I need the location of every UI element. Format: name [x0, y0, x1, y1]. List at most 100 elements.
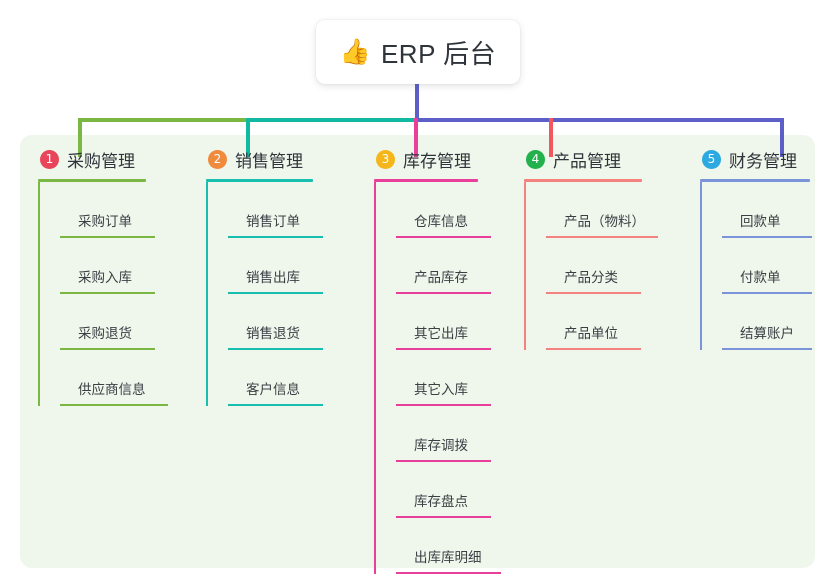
list-item-rule	[722, 236, 812, 238]
branch-header-rule	[374, 179, 478, 182]
branch-header-rule	[38, 179, 146, 182]
list-item-label: 其它入库	[414, 382, 468, 397]
list-item-label: 其它出库	[414, 326, 468, 341]
branch-title: 销售管理	[235, 151, 303, 171]
list-item[interactable]: 产品库存	[396, 238, 534, 294]
branch-spine	[38, 182, 40, 406]
branch-items: 采购订单 采购入库 采购退货 供应商信息	[38, 182, 198, 406]
branch-index-badge: 2	[208, 149, 227, 169]
connector-bus-segment-1	[78, 118, 248, 122]
list-item[interactable]: 付款单	[722, 238, 839, 294]
branch-spine	[206, 182, 208, 406]
branch-title: 产品管理	[553, 151, 621, 171]
list-item-rule	[60, 292, 155, 294]
branch-index-badge: 5	[702, 149, 721, 169]
list-item[interactable]: 产品分类	[546, 238, 684, 294]
branch-spine	[524, 182, 526, 350]
list-item[interactable]: 库存盘点	[396, 462, 534, 518]
list-item-label: 产品单位	[564, 326, 618, 341]
list-item-label: 采购退货	[78, 326, 132, 341]
list-item-rule	[396, 516, 491, 518]
list-item-rule	[396, 404, 491, 406]
connector-drop-1	[78, 118, 82, 157]
list-item-label: 采购入库	[78, 270, 132, 285]
branch-header[interactable]: 4 产品管理	[524, 146, 684, 172]
list-item-label: 销售订单	[246, 214, 300, 229]
list-item[interactable]: 销售订单	[228, 182, 366, 238]
branch-column-sales: 2 销售管理 销售订单 销售出库 销售退货 客户信息	[206, 146, 366, 406]
branch-index-badge: 1	[40, 149, 59, 169]
branch-spine	[700, 182, 702, 350]
list-item[interactable]: 库存调拨	[396, 406, 534, 462]
branch-column-inventory: 3 库存管理 仓库信息 产品库存 其它出库 其它入库 库存调拨 库存盘点	[374, 146, 534, 574]
list-item-label: 销售出库	[246, 270, 300, 285]
diagram-panel	[20, 135, 815, 568]
list-item[interactable]: 销售出库	[228, 238, 366, 294]
list-item-rule	[228, 404, 323, 406]
branch-header[interactable]: 5 财务管理	[700, 146, 839, 172]
branch-header[interactable]: 3 库存管理	[374, 146, 534, 172]
branch-column-finance: 5 财务管理 回款单 付款单 结算账户	[700, 146, 839, 350]
list-item-rule	[722, 292, 812, 294]
page-title: ERP 后台	[380, 38, 497, 69]
list-item-rule	[60, 404, 168, 406]
list-item-label: 产品分类	[564, 270, 618, 285]
list-item-label: 采购订单	[78, 214, 132, 229]
branch-column-product: 4 产品管理 产品（物料） 产品分类 产品单位	[524, 146, 684, 350]
branch-index-badge: 3	[376, 149, 395, 169]
list-item-label: 库存调拨	[414, 438, 468, 453]
list-item-label: 客户信息	[246, 382, 300, 397]
list-item-rule	[228, 236, 323, 238]
branch-items: 回款单 付款单 结算账户	[700, 182, 839, 350]
list-item[interactable]: 采购入库	[60, 238, 198, 294]
list-item-rule	[396, 292, 491, 294]
list-item-rule	[546, 236, 658, 238]
list-item-rule	[722, 348, 812, 350]
connector-bus-segment-3	[414, 118, 784, 122]
list-item-rule	[546, 348, 641, 350]
branch-header-rule	[700, 179, 810, 182]
list-item[interactable]: 产品单位	[546, 294, 684, 350]
branch-header-rule	[524, 179, 642, 182]
list-item[interactable]: 回款单	[722, 182, 839, 238]
branch-title: 财务管理	[729, 151, 797, 171]
branch-header-rule	[206, 179, 313, 182]
list-item[interactable]: 其它入库	[396, 350, 534, 406]
list-item[interactable]: 出库库明细	[396, 518, 534, 574]
list-item-label: 仓库信息	[414, 214, 468, 229]
branch-index-badge: 4	[526, 149, 545, 169]
list-item[interactable]: 销售退货	[228, 294, 366, 350]
branch-items: 销售订单 销售出库 销售退货 客户信息	[206, 182, 366, 406]
list-item[interactable]: 产品（物料）	[546, 182, 684, 238]
thumbs-up-icon: 👍	[339, 37, 371, 66]
list-item[interactable]: 结算账户	[722, 294, 839, 350]
list-item-rule	[60, 348, 155, 350]
branch-title: 库存管理	[403, 151, 471, 171]
branch-column-purchasing: 1 采购管理 采购订单 采购入库 采购退货 供应商信息	[38, 146, 198, 406]
list-item[interactable]: 其它出库	[396, 294, 534, 350]
connector-stem	[415, 84, 419, 120]
list-item[interactable]: 客户信息	[228, 350, 366, 406]
connector-drop-4	[549, 118, 553, 157]
list-item-rule	[396, 236, 491, 238]
list-item-label: 回款单	[740, 214, 781, 229]
branch-title: 采购管理	[67, 151, 135, 171]
list-item[interactable]: 供应商信息	[60, 350, 198, 406]
list-item-rule	[396, 572, 501, 574]
list-item-label: 产品库存	[414, 270, 468, 285]
list-item-label: 结算账户	[740, 326, 794, 341]
connector-bus-segment-2	[246, 118, 416, 122]
branch-items: 产品（物料） 产品分类 产品单位	[524, 182, 684, 350]
list-item[interactable]: 仓库信息	[396, 182, 534, 238]
list-item-label: 库存盘点	[414, 494, 468, 509]
list-item-rule	[546, 292, 641, 294]
root-node-card[interactable]: 👍 ERP 后台	[316, 20, 520, 84]
list-item[interactable]: 采购订单	[60, 182, 198, 238]
list-item[interactable]: 采购退货	[60, 294, 198, 350]
branch-items: 仓库信息 产品库存 其它出库 其它入库 库存调拨 库存盘点 出库库明细	[374, 182, 534, 574]
list-item-rule	[228, 292, 323, 294]
list-item-rule	[228, 348, 323, 350]
branch-header[interactable]: 1 采购管理	[38, 146, 198, 172]
branch-header[interactable]: 2 销售管理	[206, 146, 366, 172]
list-item-rule	[396, 348, 491, 350]
